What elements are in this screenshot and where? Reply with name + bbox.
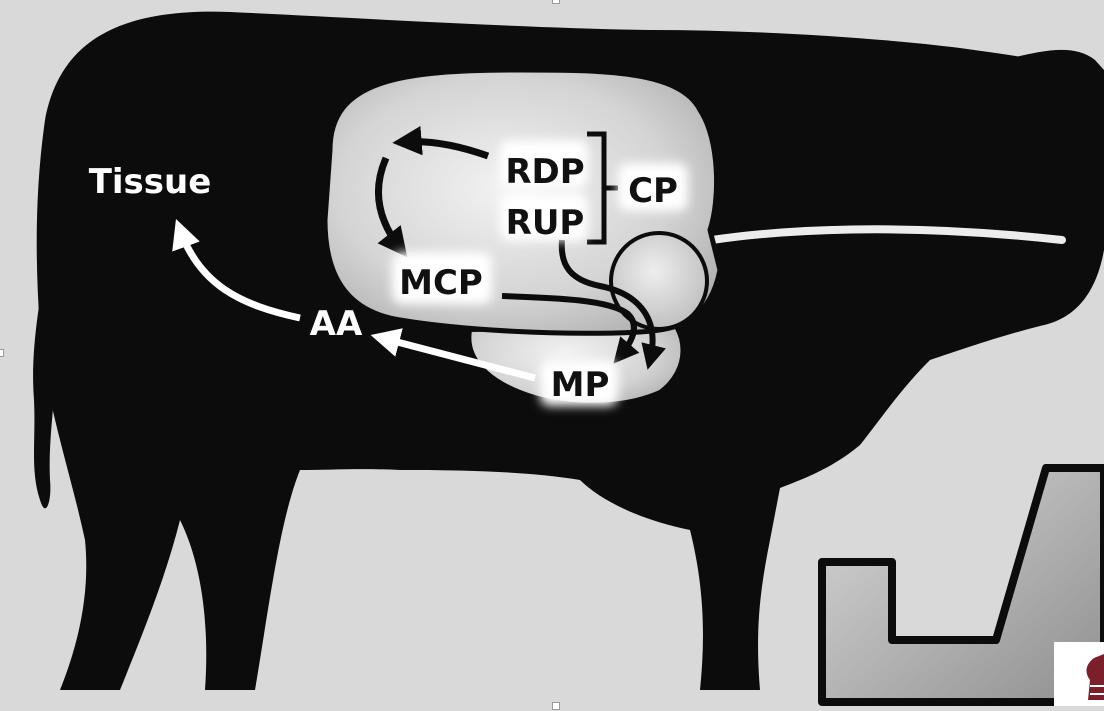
mcp-to-mp-arrow	[501, 293, 640, 364]
rup-to-mp-arrow	[558, 239, 666, 370]
rdp-label: RDP	[505, 152, 584, 192]
label-glows	[392, 140, 688, 406]
loop-to-mcp-arrow	[374, 156, 408, 258]
aa-label: AA	[310, 304, 363, 344]
selection-handle-top[interactable]	[552, 0, 560, 4]
selection-handle-bottom[interactable]	[552, 702, 560, 710]
check-shape	[818, 464, 1104, 706]
mp-label: MP	[551, 365, 610, 405]
rdp-to-loop-arrow	[392, 125, 490, 160]
cp-label: CP	[628, 171, 678, 211]
esophagus	[708, 225, 1066, 244]
mcp-label: MCP	[399, 263, 483, 303]
mp-to-aa-arrow	[370, 328, 536, 382]
rup-label: RUP	[506, 203, 585, 243]
tissue-label: Tissue	[89, 162, 212, 202]
selection-handle-left[interactable]	[0, 349, 4, 357]
aa-to-tissue-arrow	[172, 218, 301, 322]
university-logo-icon	[1086, 654, 1104, 700]
